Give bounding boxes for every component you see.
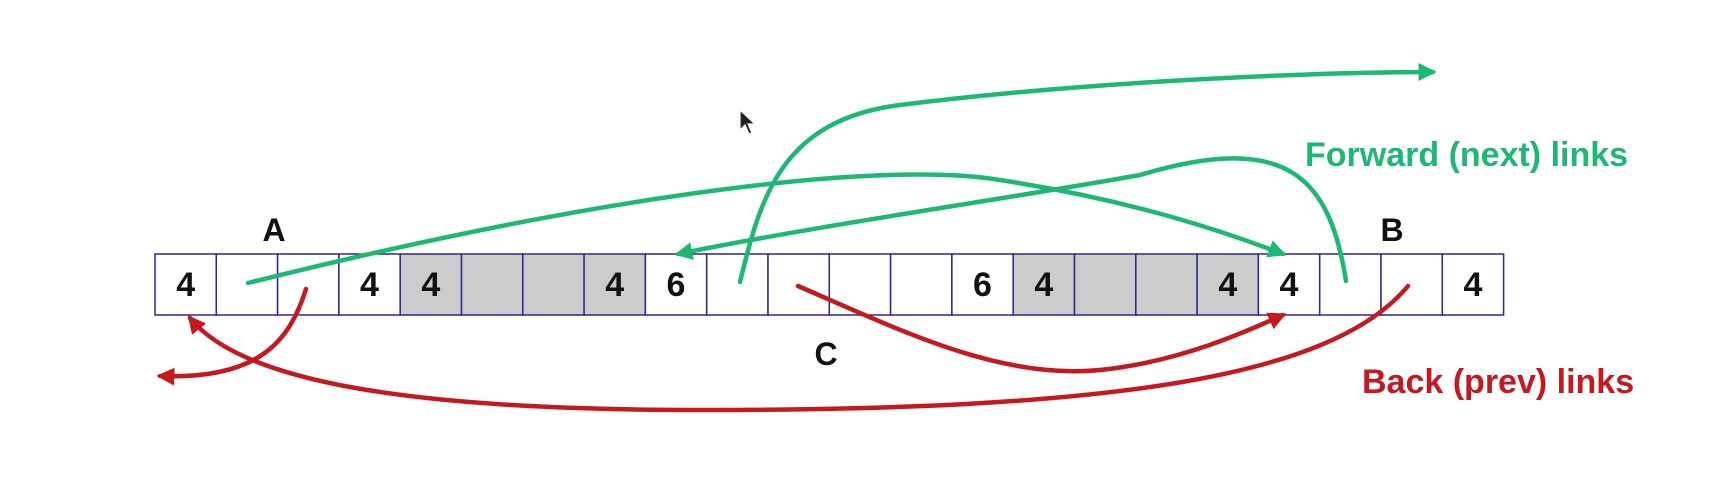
heap-cell-box [399,253,463,316]
forward-link-b-to-c [674,156,1349,284]
heap-cell-value: 4 [176,266,195,304]
back-link-a-offscreen [156,286,309,386]
heap-cell [705,253,769,316]
heap-cell [1073,253,1137,316]
heap-cell: 4 [1441,253,1505,316]
heap-cell-box [1135,253,1198,316]
heap-cell-box [460,253,524,316]
heap-cell-value: 4 [1280,266,1299,304]
heap-cell-box [1441,253,1505,316]
heap-cell: 4 [1012,253,1076,316]
heap-cell-box [1257,253,1321,316]
heap-cell-value: 4 [360,266,379,304]
heap-cell-box [522,253,585,316]
heap-cell-box [1073,253,1137,316]
heap-cell-box [583,253,647,316]
heap-cell [889,253,953,316]
heap-cell: 4 [338,253,401,316]
heap-cell [767,253,831,316]
pointer-cursor-icon [739,108,757,135]
heap-cell [1135,253,1198,316]
heap-cell-value: 4 [1034,266,1053,304]
heap-cell: 4 [399,253,463,316]
back-links-legend: Back (prev) links [1362,363,1634,401]
heap-cell [522,253,585,316]
heap-cell-value: 4 [421,266,440,304]
marker-a: A [262,212,285,248]
forward-link-c-offscreen [737,63,1437,285]
heap-cell: 4 [154,253,218,316]
heap-cell-box [154,253,218,316]
heap-cell [1318,253,1382,316]
marker-b: B [1380,212,1403,248]
forward-links [245,63,1437,286]
heap-cell: 4 [1196,253,1260,316]
heap-cell-box [767,253,831,316]
heap-cell-value: 4 [1218,266,1237,304]
heap-cell: 6 [951,253,1014,316]
heap-cell-value: 4 [1464,266,1483,304]
marker-c: C [814,336,837,372]
heap-cell-value: 6 [667,266,686,304]
heap-cell-box [705,253,769,316]
back-link-b-to-a [187,283,1411,413]
heap-cell-value: 6 [973,266,992,304]
heap-cell [460,253,524,316]
heap-cell: 4 [1257,253,1321,316]
forward-links-legend: Forward (next) links [1305,136,1628,174]
heap-cell-value: 4 [605,266,624,304]
forward-link-a-to-b [245,172,1287,286]
heap-cell-box [1196,253,1260,316]
heap-cell-box [889,253,953,316]
heap-cell: 4 [583,253,647,316]
heap-cell-box [951,253,1014,316]
back-links [156,283,1411,413]
back-link-c-to-b [795,283,1287,374]
heap-block-row: 4 4 4 4 6 6 4 4 4 4 [154,253,1505,316]
heap-cell-box [1318,253,1382,316]
heap-cell: 6 [644,253,708,316]
heap-cell-box [644,253,708,316]
